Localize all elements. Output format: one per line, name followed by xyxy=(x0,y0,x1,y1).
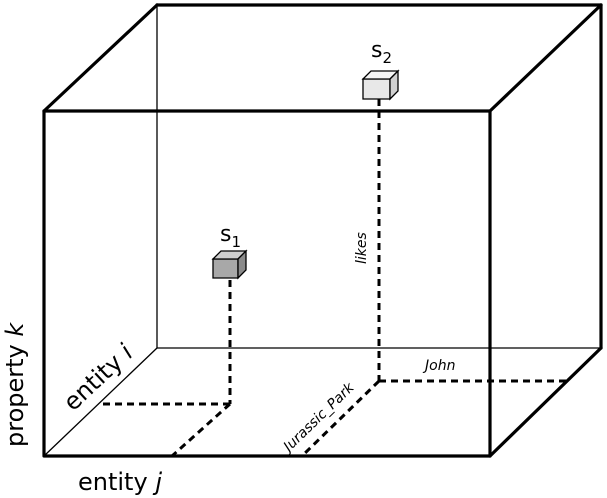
cube-back-edges xyxy=(43,5,601,457)
s1-projection-lines xyxy=(100,280,232,458)
point-s1-label: s1 xyxy=(220,222,241,251)
relation-object-label: Jurassic_Park xyxy=(279,379,359,457)
cube-front-edges xyxy=(42,3,603,458)
s1-cube-front xyxy=(212,258,239,279)
s2-cube-side xyxy=(389,69,399,101)
relation-predicate-label: likes xyxy=(354,232,370,264)
s2-cube-front xyxy=(362,78,391,100)
relation-subject-label: John xyxy=(422,358,455,374)
point-s1-marker xyxy=(211,249,248,280)
s2-projection-lines xyxy=(300,99,568,458)
s1-cube-side xyxy=(237,249,247,280)
point-s2-marker xyxy=(361,69,400,101)
axis-label-property-k: property k xyxy=(1,322,29,447)
point-s2-label: s2 xyxy=(371,38,392,67)
axis-label-entity-j: entity j xyxy=(78,468,162,496)
